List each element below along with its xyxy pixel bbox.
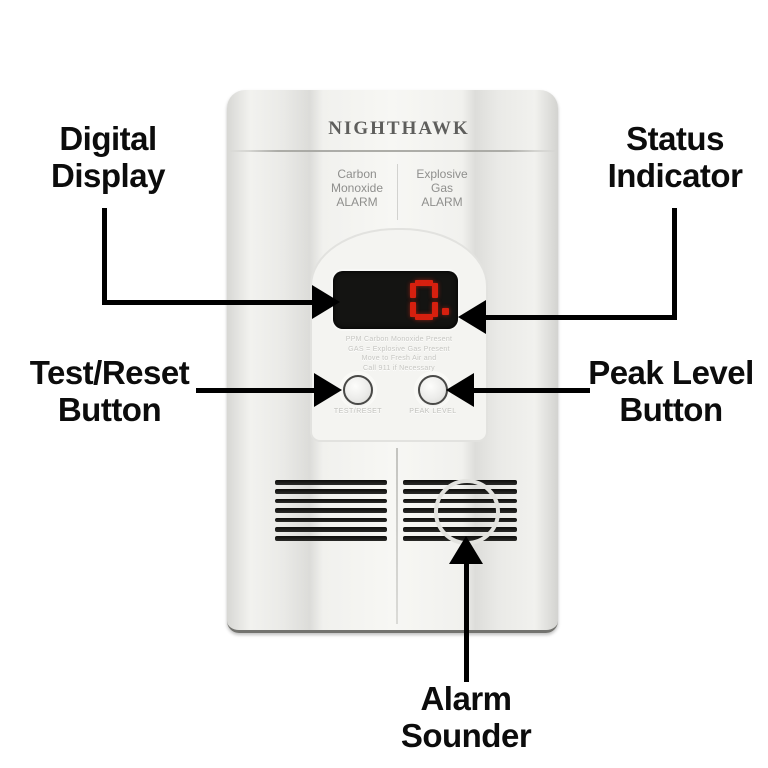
housing-center-seam: [396, 448, 398, 624]
connector-status-indicator-vertical: [672, 208, 677, 320]
embossed-instructions: PPM Carbon Monoxide Present GAS = Explos…: [310, 335, 488, 373]
speaker-grille-left: [275, 480, 387, 541]
connector-status-indicator-horizontal: [482, 315, 677, 320]
embossed-line: GAS = Explosive Gas Present: [348, 345, 450, 353]
peak-level-embossed-label: PEAK LEVEL: [409, 408, 457, 415]
test-reset-button[interactable]: [343, 375, 373, 405]
connector-test-reset-horizontal: [196, 388, 318, 393]
embossed-line: Call 911 if Necessary: [363, 364, 435, 372]
embossed-line: PPM Carbon Monoxide Present: [345, 336, 453, 343]
connector-peak-level-horizontal: [474, 388, 590, 393]
label-line: Monoxide: [330, 181, 384, 195]
brand-logo: NIGHTHAWK: [328, 118, 470, 139]
label-divider: [397, 164, 398, 220]
peak-level-button[interactable]: [418, 375, 448, 405]
callout-line: Test/Reset: [29, 354, 190, 391]
housing-seam: [229, 150, 556, 152]
arrow-left-icon: [446, 373, 474, 407]
callout-test-reset-button: Test/Reset Button: [12, 354, 207, 428]
connector-digital-display-horizontal: [102, 300, 316, 305]
callout-alarm-sounder: Alarm Sounder: [371, 680, 561, 754]
callout-line: Display: [51, 157, 165, 194]
explosive-gas-alarm-label: Explosive Gas ALARM: [392, 167, 492, 209]
callout-line: Status: [626, 120, 724, 157]
co-alarm-device: NIGHTHAWK Carbon Monoxide ALARM Explosiv…: [227, 90, 558, 633]
callout-line: Sounder: [400, 717, 532, 754]
callout-line: Alarm: [420, 680, 512, 717]
arrow-up-icon: [449, 536, 483, 564]
label-line: Gas: [430, 181, 453, 195]
carbon-monoxide-alarm-label: Carbon Monoxide ALARM: [307, 167, 407, 209]
callout-line: Peak Level: [588, 354, 754, 391]
callout-line: Button: [57, 391, 162, 428]
label-line: ALARM: [421, 195, 463, 209]
callout-line: Digital: [59, 120, 157, 157]
grille-slot: [275, 498, 387, 504]
label-line: Carbon: [337, 167, 377, 181]
grille-slot: [275, 489, 387, 494]
connector-digital-display-vertical: [102, 208, 107, 305]
arrow-left-icon: [458, 300, 486, 334]
grille-slot: [275, 480, 387, 485]
digital-display: [333, 271, 458, 329]
grille-slot: [275, 517, 387, 523]
arrow-right-icon: [312, 285, 340, 319]
seven-segment-value: [410, 280, 449, 320]
grille-slot: [275, 508, 387, 513]
embossed-line: Move to Fresh Air and: [361, 355, 437, 362]
callout-line: Button: [619, 391, 723, 428]
label-line: Explosive: [416, 167, 468, 181]
callout-line: Indicator: [607, 157, 743, 194]
callout-peak-level-button: Peak Level Button: [573, 354, 768, 428]
callout-status-indicator: Status Indicator: [575, 120, 768, 194]
display-digit: [410, 280, 438, 320]
label-line: ALARM: [336, 195, 378, 209]
test-reset-embossed-label: TEST/RESET: [333, 408, 383, 415]
grille-slot: [275, 536, 387, 541]
callout-digital-display: Digital Display: [13, 120, 203, 194]
arrow-right-icon: [314, 373, 342, 407]
decimal-point: [442, 308, 449, 315]
connector-alarm-sounder-vertical: [464, 560, 469, 682]
grille-slot: [275, 527, 387, 532]
